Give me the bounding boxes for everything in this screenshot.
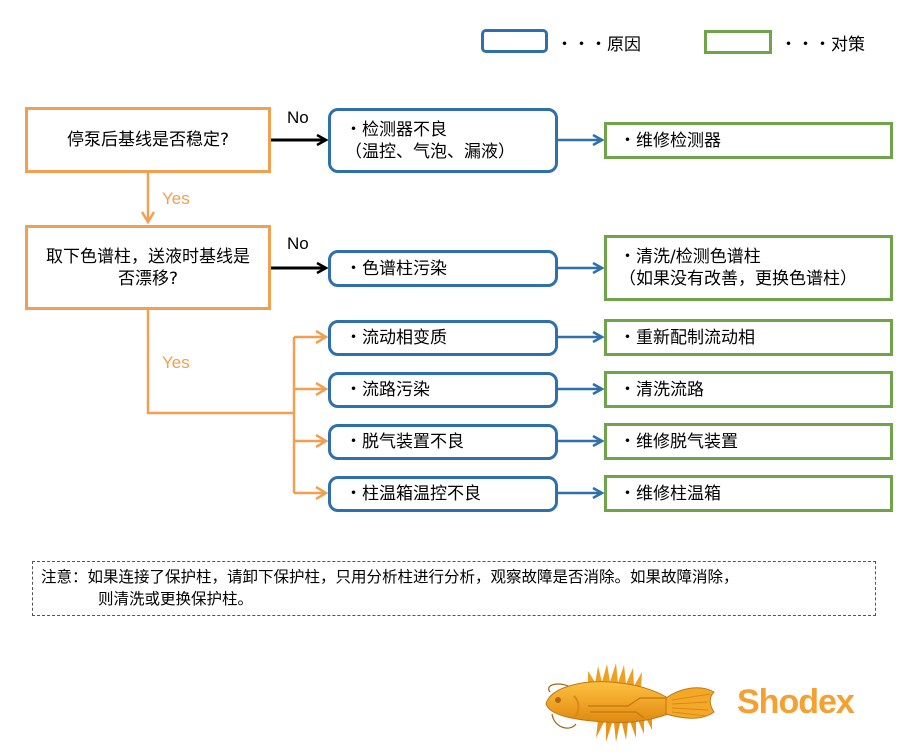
action-3-text: ・重新配制流动相 [619, 327, 755, 348]
legend-cause-swatch [481, 29, 548, 53]
action-4-text: ・清洗流路 [619, 379, 704, 400]
brand-name: Shodex [737, 683, 855, 721]
note-box: 注意：如果连接了保护柱，请卸下保护柱，只用分析柱进行分析，观察故障是否消除。如果… [32, 561, 876, 616]
question-box-2: 取下色谱柱，送液时基线是 否漂移? [25, 225, 271, 310]
cause-6-text: ・柱温箱温控不良 [345, 484, 481, 504]
cause-box-1: ・检测器不良 （温控、气泡、漏液） [328, 108, 558, 173]
legend-action-label: ・・・对策 [780, 35, 865, 55]
question-box-1: 停泵后基线是否稳定? [25, 107, 271, 173]
action-box-6: ・维修柱温箱 [604, 475, 893, 512]
yes-label-2: Yes [162, 353, 190, 372]
cause-box-3: ・流动相变质 [328, 320, 558, 356]
cause-3-text: ・流动相变质 [345, 328, 447, 348]
legend-cause-label: ・・・原因 [556, 35, 641, 55]
note-line1: 注意：如果连接了保护柱，请卸下保护柱，只用分析柱进行分析，观察故障是否消除。如果… [41, 568, 739, 586]
cause-1-line2: （温控、气泡、漏液） [345, 141, 515, 162]
action-6-text: ・维修柱温箱 [619, 483, 721, 504]
question-2-line1: 取下色谱柱，送液时基线是 [46, 246, 250, 267]
question-1-text: 停泵后基线是否稳定? [66, 130, 230, 150]
cause-4-text: ・流路污染 [345, 380, 430, 400]
no-label-1: No [287, 108, 309, 127]
cause-box-2: ・色谱柱污染 [328, 250, 558, 287]
fish-logo-icon [545, 663, 715, 742]
yes-label-1: Yes [162, 189, 190, 208]
cause-box-5: ・脱气装置不良 [328, 424, 558, 460]
cause-2-text: ・色谱柱污染 [345, 258, 447, 279]
action-box-1: ・维修检测器 [604, 122, 893, 159]
question-2-line2: 否漂移? [117, 268, 179, 289]
no-label-2: No [287, 234, 309, 253]
cause-5-text: ・脱气装置不良 [345, 432, 464, 452]
action-2-line2: （如果没有改善，更换色谱柱） [619, 269, 857, 289]
note-line2: 则清洗或更换保护柱。 [98, 590, 254, 608]
action-box-5: ・维修脱气装置 [604, 423, 893, 460]
action-1-text: ・维修检测器 [619, 130, 721, 151]
action-box-4: ・清洗流路 [604, 371, 893, 408]
action-2-line1: ・清洗/检测色谱柱 [619, 247, 761, 267]
action-box-3: ・重新配制流动相 [604, 319, 893, 356]
yes-branch-2 [146, 310, 294, 415]
cause-1-line1: ・检测器不良 [345, 119, 447, 140]
action-box-2: ・清洗/检测色谱柱 （如果没有改善，更换色谱柱） [604, 235, 893, 301]
cause-box-6: ・柱温箱温控不良 [328, 476, 558, 512]
cause-box-4: ・流路污染 [328, 372, 558, 408]
action-5-text: ・维修脱气装置 [619, 431, 738, 452]
legend-action-swatch [704, 30, 772, 54]
